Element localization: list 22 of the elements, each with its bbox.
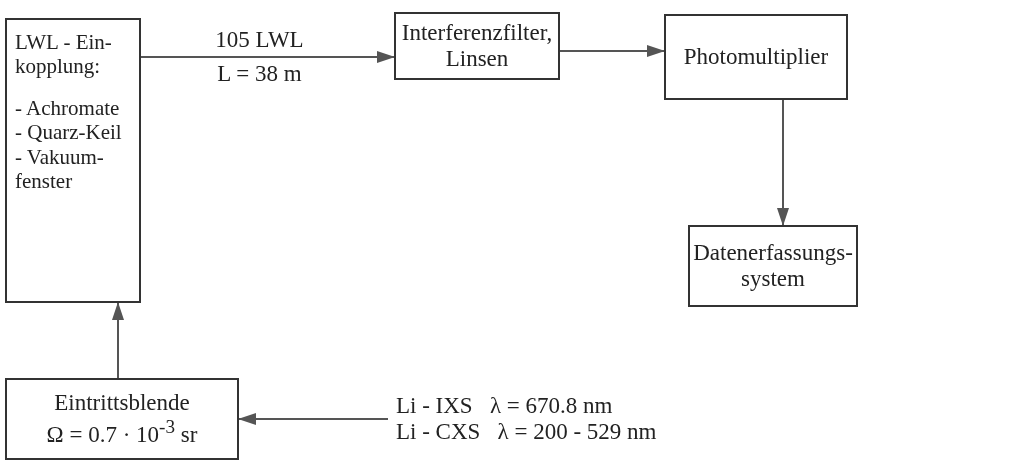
arrow <box>112 302 124 379</box>
box-text: Datenerfassungs- system <box>693 239 853 293</box>
box-text: Eintrittsblende <box>54 389 190 417</box>
process-box <box>5 378 239 460</box>
arrow <box>559 45 665 57</box>
arrow <box>777 99 789 226</box>
box-text: - Quarz-Keil <box>15 120 123 145</box>
box-text: - Achromate <box>15 96 121 121</box>
process-box <box>394 12 560 80</box>
box-text: Ω = 0.7 · 10$^{-3}$ sr <box>46 416 198 449</box>
process-box <box>688 225 858 307</box>
box-text: - Vakuum- fenster <box>15 144 105 193</box>
box-text: Photomultiplier <box>683 43 829 71</box>
process-box <box>664 14 848 100</box>
box-text: Li - CXS λ = 200 - 529 nm <box>396 419 657 446</box>
arrow <box>238 413 389 425</box>
arrow <box>140 51 395 63</box>
box-text: LWL - Ein- kopplung: <box>15 30 113 79</box>
box-text: Interferenzfilter, Linsen <box>401 19 553 73</box>
edge-label: 105 LWL L = 38 m <box>214 26 305 88</box>
box-text: Li - IXS λ = 670.8 nm <box>396 392 613 419</box>
process-box <box>5 18 141 303</box>
